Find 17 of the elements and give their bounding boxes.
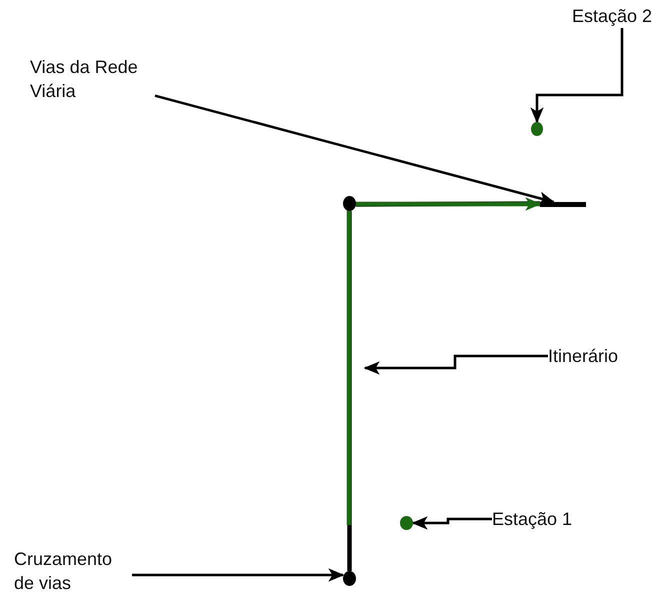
intersection-dot [343,196,356,211]
leader-line [154,94,555,205]
node-label: Estação 1 [492,507,582,531]
node-label: Itinerário [548,344,638,368]
node-label: Estação 2 [572,4,664,28]
station-dot [531,122,543,136]
leader-line [412,516,492,530]
road-line [347,211,352,571]
node-label: Vias da Rede Viária [30,55,155,103]
road-segment [540,202,586,207]
leader-line [530,28,624,124]
leader-line [132,568,344,582]
intersection-dot [343,571,356,586]
route-arrow [346,197,542,525]
leader-line [364,354,548,375]
station-dot [400,516,413,530]
node-label: Cruzamento de vias [14,547,132,595]
